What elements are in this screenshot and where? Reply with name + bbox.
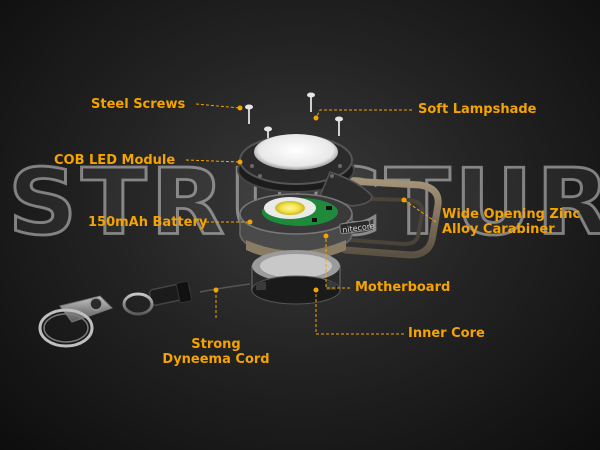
label-cord-line2: Dyneema Cord [162,352,270,367]
label-battery: 150mAh Battery [88,215,208,230]
leader-lines [185,103,437,335]
label-carabiner-line2: Alloy Carabiner [442,222,555,237]
label-carabiner-line1: Wide Opening Zinc [442,207,581,222]
cob-led [275,201,305,215]
battery-and-motherboard: nitecore [239,193,375,261]
label-soft-lampshade: Soft Lampshade [418,102,537,117]
steel-screw [245,104,253,124]
leader-dots [213,105,407,293]
inner-core [251,250,341,305]
dyneema-cord [199,283,251,293]
label-steel-screws: Steel Screws [91,97,186,112]
label-motherboard: Motherboard [355,280,451,295]
lamp-head-housing [237,134,373,207]
carabiner [326,176,442,259]
soft-lampshade [254,134,338,170]
label-cord-line1: Strong [191,337,241,352]
keyring-assembly [38,280,193,348]
label-cob-led-module: COB LED Module [54,153,176,168]
steel-screw [335,116,343,136]
label-inner-core: Inner Core [408,326,485,341]
steel-screw [307,92,315,112]
